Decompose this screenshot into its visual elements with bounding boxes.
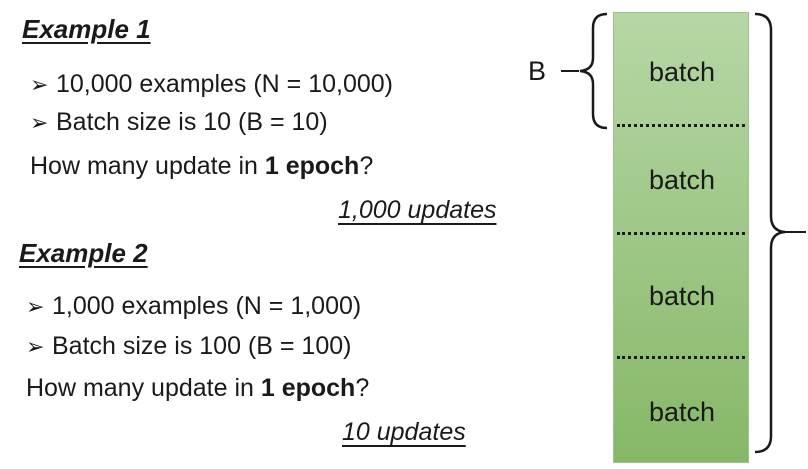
batch-label-4: batch xyxy=(648,397,716,427)
example1-title: Example 1 xyxy=(22,14,151,44)
example1-question: How many update in 1 epoch? xyxy=(30,152,374,180)
b-label: B xyxy=(528,56,547,86)
batch-divider xyxy=(617,124,745,127)
batch-divider xyxy=(617,356,745,359)
example1-bullet-2: ➢Batch size is 10 (B = 10) xyxy=(30,108,328,136)
arrow-bullet-icon: ➢ xyxy=(26,334,45,359)
epoch-brace-icon xyxy=(754,12,786,454)
arrow-bullet-icon: ➢ xyxy=(30,110,49,135)
batch-label-2: batch xyxy=(648,165,716,195)
batch-divider xyxy=(617,232,745,235)
example1-answer: 1,000 updates xyxy=(338,196,497,224)
example1-bullet-1: ➢10,000 examples (N = 10,000) xyxy=(30,70,394,98)
example2-question: How many update in 1 epoch? xyxy=(26,374,370,402)
example2-answer: 10 updates xyxy=(342,418,466,446)
arrow-bullet-icon: ➢ xyxy=(26,294,45,319)
batch-column: batch batch batch batch xyxy=(613,12,749,463)
example2-title: Example 2 xyxy=(19,238,148,268)
example2-bullet-2: ➢Batch size is 100 (B = 100) xyxy=(26,332,352,360)
batch-size-brace-icon xyxy=(579,12,608,130)
example2-bullet-1: ➢1,000 examples (N = 1,000) xyxy=(26,292,362,320)
batch-label-3: batch xyxy=(648,281,716,311)
batch-label-1: batch xyxy=(648,57,716,87)
arrow-bullet-icon: ➢ xyxy=(30,72,49,97)
